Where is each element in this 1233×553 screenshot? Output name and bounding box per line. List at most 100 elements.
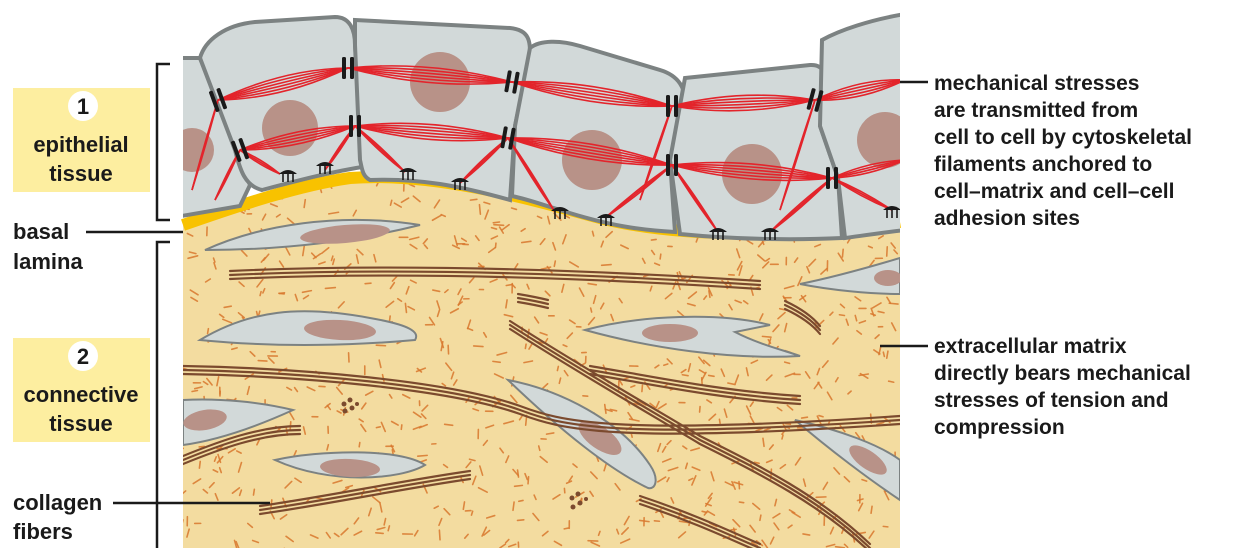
matrix-fiber [557,366,558,370]
extracellular-matrix-annotation: extracellular matrix directly bears mech… [880,335,1191,439]
extracellular-matrix-line: stresses of tension and [934,389,1169,412]
junction-plaque [666,95,670,117]
fibroblast-nucleus [642,324,698,342]
matrix-fiber [839,315,844,316]
mechanical-stresses-line: cell–matrix and cell–cell [934,180,1174,203]
matrix-fiber [564,528,568,529]
collagen-fibers-line1: collagen [13,490,102,515]
tissue-name-2-line2: tissue [49,411,113,436]
matrix-fiber [445,424,453,425]
matrix-fiber [192,390,197,391]
matrix-fiber [602,265,612,266]
matrix-fiber [260,292,261,296]
matrix-fiber [528,477,529,484]
matrix-fiber [539,446,540,450]
matrix-fiber [179,448,183,451]
nucleus [857,112,913,168]
matrix-fiber [304,200,305,208]
matrix-fiber [803,534,810,535]
matrix-fiber [359,443,360,447]
extracellular-matrix-line: extracellular matrix [934,335,1127,358]
matrix-fiber [471,511,472,515]
matrix-fiber [755,462,760,463]
matrix-fiber [199,461,200,468]
basal-lamina-line2: lamina [13,249,83,274]
mechanical-stresses-line: filaments anchored to [934,153,1152,176]
matrix-fiber [279,293,284,294]
matrix-fiber [889,303,898,304]
matrix-fiber [506,285,512,286]
epithelial-tissue-label: 1 epithelial tissue [13,88,150,192]
matrix-fiber [889,381,894,382]
matrix-fiber [842,249,843,257]
junction-plaque [350,57,354,79]
junction-plaque [826,167,830,189]
matrix-fiber [401,425,402,429]
matrix-fiber [208,329,209,334]
junction-plaque [342,57,346,79]
matrix-fiber [474,346,483,347]
mechanical-stresses-line: are transmitted from [934,99,1138,122]
matrix-fiber [651,239,656,240]
matrix-fiber [365,283,371,284]
matrix-fiber [405,303,406,312]
tissue-name-1-line1: epithelial [33,132,128,157]
matrix-fiber [418,455,427,456]
matrix-fiber [682,375,688,376]
junction-plaque [357,115,361,137]
junction-plaque [666,154,670,176]
matrix-fiber [494,225,504,226]
tissue-name-2-line1: connective [24,382,139,407]
matrix-fiber [525,344,526,348]
matrix-fiber [376,427,380,428]
matrix-fiber [470,199,476,200]
junction-plaque [674,154,678,176]
fibroblast-nucleus [874,270,902,286]
matrix-fiber [642,385,643,391]
mechanical-stresses-annotation: mechanical stresses are transmitted from… [900,72,1192,230]
brackets [157,64,170,548]
matrix-fiber [739,502,743,503]
mechanical-stresses-line: adhesion sites [934,207,1080,230]
matrix-fiber [479,205,480,214]
matrix-fiber [883,352,884,356]
matrix-fiber [253,489,254,495]
tissue-number-2: 2 [77,344,89,369]
matrix-fiber [554,261,555,266]
matrix-fiber [493,222,499,223]
matrix-fiber [517,520,523,521]
connective-tissue-label: 2 connective tissue [13,338,150,442]
junction-plaque [349,115,353,137]
basal-lamina-line1: basal [13,219,69,244]
matrix-fiber [325,288,335,289]
matrix-fiber [439,530,440,540]
matrix-fiber [760,515,761,520]
matrix-fiber [763,438,764,446]
tissue-number-1: 1 [77,94,89,119]
matrix-fiber [591,308,592,312]
extracellular-matrix-line: compression [934,416,1065,439]
matrix-fiber [871,506,872,513]
matrix-fiber [493,361,500,362]
matrix-fiber [376,533,383,534]
extracellular-matrix-line: directly bears mechanical [934,362,1191,385]
matrix-fiber [762,336,771,337]
matrix-fiber [519,500,523,501]
matrix-fiber [782,435,783,439]
matrix-fiber [719,419,720,423]
tissue-name-1-line2: tissue [49,161,113,186]
junction-plaque [674,95,678,117]
matrix-fiber [887,247,888,256]
matrix-fiber [376,345,385,346]
matrix-fiber [513,502,514,510]
matrix-fiber [660,254,661,259]
epithelial-bracket [157,64,170,220]
collagen-fibers-line2: fibers [13,519,73,544]
matrix-fiber [709,375,714,376]
matrix-fiber [802,417,808,418]
matrix-fiber [515,485,523,486]
matrix-fiber [182,520,183,525]
junction-plaque [834,167,838,189]
